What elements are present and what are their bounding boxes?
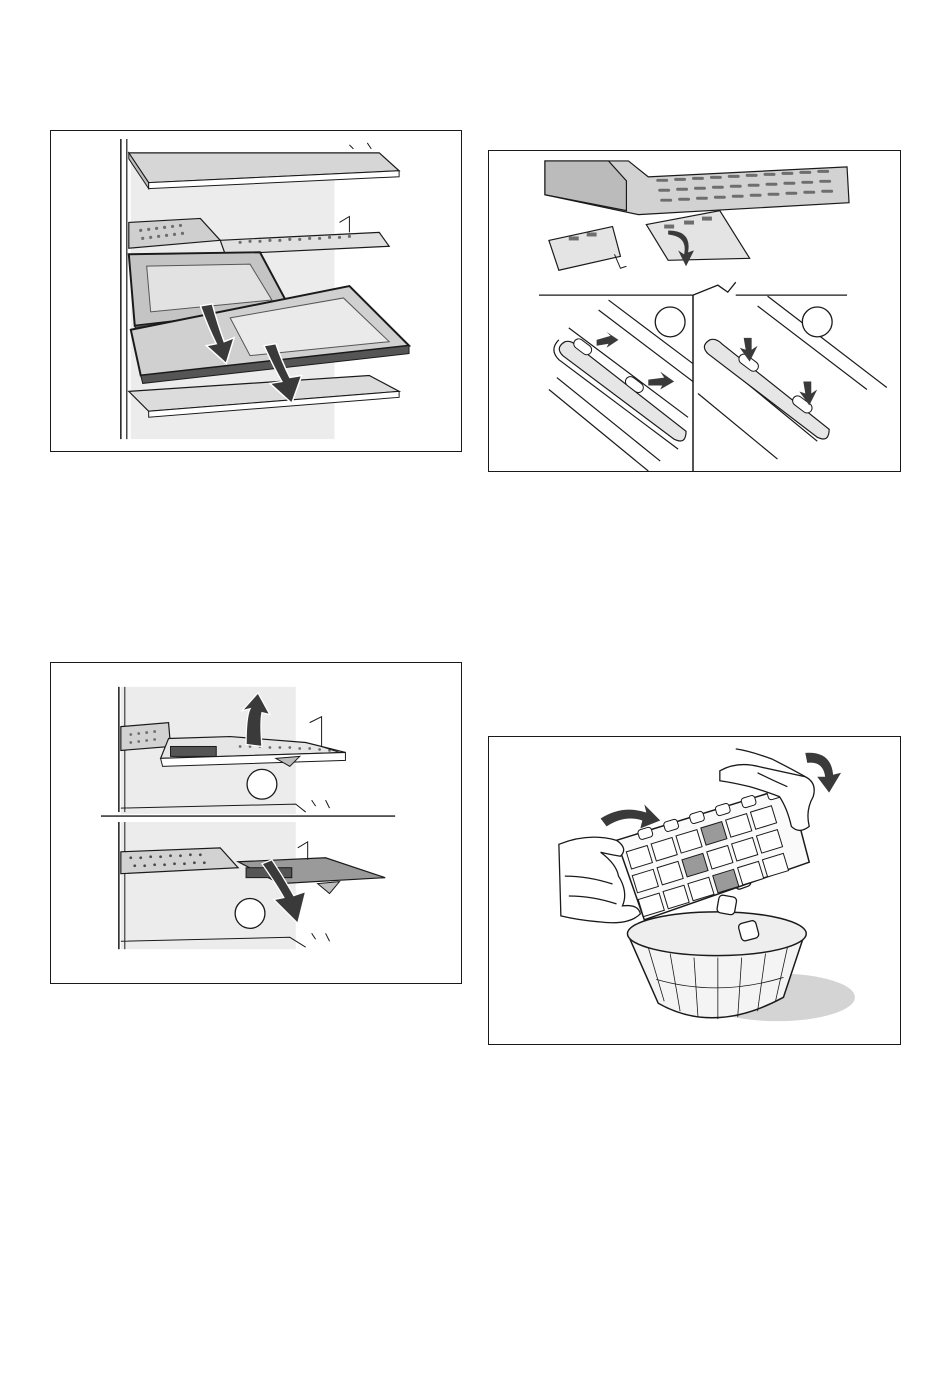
callout-circle-1 — [655, 307, 685, 337]
shelves-and-trays-illustration — [51, 131, 461, 451]
slot-rails-right — [698, 296, 887, 459]
top-shelf — [129, 143, 399, 189]
clip-slot-right — [704, 338, 829, 439]
figure-folding-shelf — [50, 662, 462, 984]
shelf-support-clips-illustration — [489, 151, 900, 471]
figure-ice-cube-tray — [488, 736, 901, 1045]
twist-arrow-left-icon — [601, 805, 661, 829]
slide-arrow-icon — [597, 332, 619, 348]
callout-circle-1 — [247, 769, 277, 799]
support-clip-left — [549, 227, 627, 271]
ice-cube-tray-illustration — [489, 737, 900, 1044]
callout-circle-2 — [235, 899, 265, 929]
figure-shelf-support-clips — [488, 150, 901, 472]
cabinet-back-wall-lower — [121, 822, 296, 949]
figure-shelves-trays — [50, 130, 462, 452]
perforated-shelf — [545, 161, 849, 215]
support-clip-right — [646, 211, 749, 261]
folding-shelf-illustration — [51, 663, 461, 983]
clip-slot-left — [559, 332, 686, 441]
slide-arrow-icon — [648, 372, 674, 390]
callout-circle-2 — [802, 307, 832, 337]
